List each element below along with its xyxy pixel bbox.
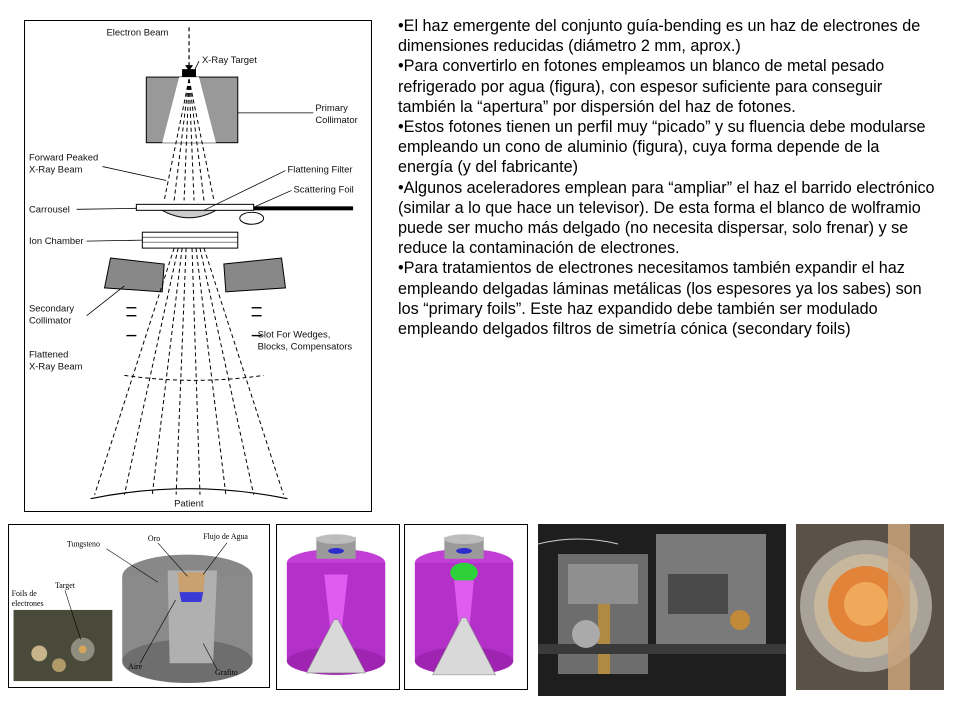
- carousel-photo: [796, 524, 944, 690]
- schematic-drawing: Electron Beam X-Ray Target Primary Colli…: [25, 21, 371, 511]
- label-xray-target: X-Ray Target: [202, 55, 257, 66]
- bullet-3: •Estos fotones tienen un perfil muy “pic…: [398, 117, 938, 178]
- label-ion-chamber: Ion Chamber: [29, 236, 84, 247]
- label-flattened-1: Flattened: [29, 349, 68, 360]
- label-primary-1: Primary: [315, 103, 348, 114]
- label-flattened-2: X-Ray Beam: [29, 361, 83, 372]
- explanation-text: •El haz emergente del conjunto guía-bend…: [398, 16, 938, 339]
- label-carrousel: Carrousel: [29, 204, 70, 215]
- label-flattening: Flattening Filter: [287, 165, 352, 176]
- label-slot-1: Slot For Wedges,: [258, 330, 331, 341]
- label-grafito: Grafito: [215, 668, 238, 677]
- label-forward-1: Forward Peaked: [29, 153, 98, 164]
- label-primary-2: Collimator: [315, 115, 357, 126]
- label-foils-1: Foils de: [12, 589, 38, 598]
- label-tungsteno: Tungsteno: [67, 540, 100, 549]
- bullet-4: •Algunos aceleradores emplean para “ampl…: [398, 178, 938, 259]
- label-forward-2: X-Ray Beam: [29, 165, 83, 176]
- target-cutaway-figure: Oro Flujo de Agua Tungsteno Aire Grafito…: [8, 524, 270, 688]
- label-aire: Aire: [128, 662, 143, 671]
- flattening-filter-model-1: [276, 524, 400, 690]
- label-foils-2: electrones: [12, 599, 44, 608]
- label-flujo: Flujo de Agua: [203, 532, 248, 541]
- linac-head-schematic: Electron Beam X-Ray Target Primary Colli…: [24, 20, 372, 512]
- bullet-5: •Para tratamientos de electrones necesit…: [398, 258, 938, 339]
- bullet-1: •El haz emergente del conjunto guía-bend…: [398, 16, 938, 56]
- label-secondary-1: Secondary: [29, 304, 74, 315]
- flattening-filter-model-2: [404, 524, 528, 690]
- label-scattering: Scattering Foil: [293, 184, 353, 195]
- label-target: Target: [55, 581, 76, 590]
- bullet-2: •Para convertirlo en fotones empleamos u…: [398, 56, 938, 117]
- label-secondary-2: Collimator: [29, 316, 71, 327]
- accelerator-head-photo: [538, 524, 786, 696]
- label-patient: Patient: [174, 499, 204, 510]
- label-oro: Oro: [148, 534, 160, 543]
- label-electron-beam: Electron Beam: [107, 27, 169, 38]
- label-slot-2: Blocks, Compensators: [258, 342, 353, 353]
